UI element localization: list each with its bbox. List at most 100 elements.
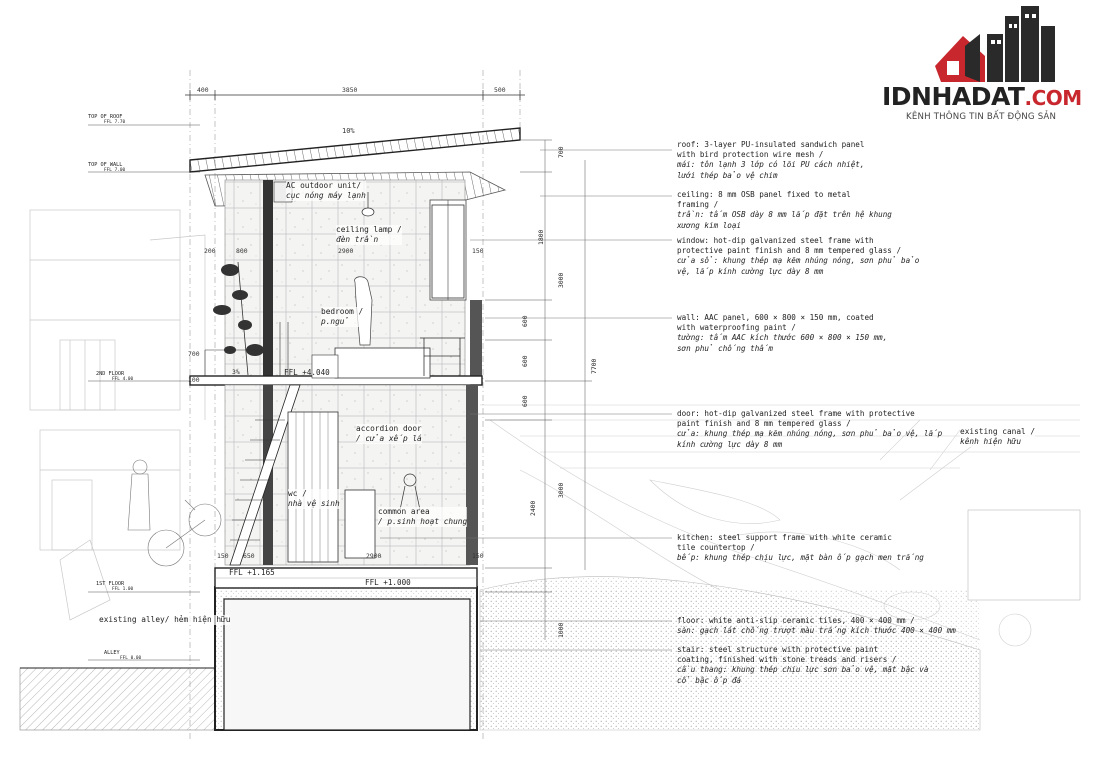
level-alley-name: ALLEY	[104, 650, 120, 656]
label-existing-alley: existing alley/ hẻm hiện hữu	[99, 615, 231, 625]
dim-top-middle: 3850	[342, 86, 358, 94]
label-existing-alley-en: existing alley	[99, 615, 165, 624]
rdim-1800: 1800	[537, 229, 545, 245]
level-top-roof-name: TOP OF ROOF	[88, 114, 123, 120]
desk	[420, 337, 465, 376]
logo-brand-tld: .COM	[1024, 86, 1082, 110]
level-first-floor-name: 1ST FLOOR	[96, 581, 125, 587]
note-ceiling-en-2: framing /	[677, 200, 719, 210]
background-canal	[480, 404, 1080, 647]
note-window-en-2: protective paint finish and 8 mm tempere…	[677, 246, 902, 256]
dim-2900-upper: 2900	[338, 247, 354, 255]
background-buildings-left	[29, 209, 206, 621]
rdim-600-a: 600	[521, 315, 529, 327]
note-wall-vi-2: sơn phủ chống thấm	[677, 343, 774, 353]
note-roof: roof: 3-layer PU-insulated sandwich pane…	[677, 140, 864, 181]
roof	[189, 127, 521, 173]
note-floor-vi-1: sàn: gạch lát chống trượt màu trắng kích…	[677, 626, 956, 636]
label-common-area-en: common area	[378, 507, 430, 516]
alley-ground	[19, 667, 216, 731]
dim-top-right: 500	[494, 86, 506, 94]
canal-side-block	[967, 509, 1081, 601]
dim-200: 200	[204, 247, 216, 255]
ceiling-lamp-drawing	[361, 192, 375, 217]
note-roof-en-2: with bird protection wire mesh /	[677, 150, 824, 160]
label-ac-unit-en: AC outdoor unit/	[286, 181, 362, 190]
note-door-en-2: paint finish and 8 mm tempered glass /	[677, 419, 851, 429]
note-ceiling-vi-2: xương kim loại	[677, 220, 742, 230]
note-wall-vi-1: tường: tấm AAC kích thước 600 × 800 × 15…	[677, 333, 888, 343]
ffl-lower: FFL +1.000	[365, 578, 411, 587]
level-second-floor-name: 2ND FLOOR	[96, 371, 125, 377]
rdim-2400: 2400	[529, 500, 537, 516]
note-wall-en-1: wall: AAC panel, 600 × 800 × 150 mm, coa…	[677, 313, 874, 322]
kitchen-counter	[344, 489, 376, 559]
label-bedroom-en: bedroom /	[321, 307, 364, 316]
label-ac-unit-vi: cục nóng máy lạnh	[286, 191, 366, 200]
note-window-en-1: window: hot-dip galvanized steel frame w…	[677, 236, 874, 245]
label-ceiling-lamp: ceiling lamp /đèn trần	[336, 225, 402, 245]
label-ac-unit: AC outdoor unit/cục nóng máy lạnh	[286, 181, 366, 201]
label-wc-en: wc /	[288, 489, 307, 498]
upper-right-wall	[470, 300, 482, 380]
lower-right-wall	[466, 385, 478, 565]
note-kitchen-en-2: tile countertop /	[677, 543, 755, 553]
label-wc: wc /nhà vệ sinh	[288, 489, 340, 509]
note-floor: floor: white anti-slip ceramic tiles, 40…	[677, 616, 956, 636]
note-roof-vi-2: lưới thép bảo vệ chim	[677, 170, 778, 180]
label-wc-vi: nhà vệ sinh	[288, 499, 340, 508]
note-ceiling: ceiling: 8 mm OSB panel fixed to metal f…	[677, 190, 892, 231]
rdim-3000-lower: 3000	[557, 482, 565, 498]
logo-brand: IDNHADAT.COM	[882, 82, 1082, 111]
note-ceiling-en-1: ceiling: 8 mm OSB panel fixed to metal	[677, 190, 851, 199]
note-kitchen: kitchen: steel support frame with white …	[677, 533, 924, 564]
rdim-700: 700	[557, 146, 565, 158]
accordion-door-drawing	[287, 411, 339, 563]
dim-800: 800	[236, 247, 248, 255]
note-roof-vi-1: mái: tôn lạnh 3 lớp có lõi PU cách nhiệt…	[677, 160, 865, 170]
level-first-floor-value: FFL 1.00	[112, 587, 134, 592]
bed	[334, 347, 431, 379]
label-existing-alley-vi: / hẻm hiện hữu	[164, 615, 231, 624]
label-existing-canal-vi: kênh hiện hữu	[960, 437, 1022, 446]
rdim-600-c: 600	[521, 395, 529, 407]
dim-3pct: 3%	[232, 368, 240, 376]
label-existing-canal-en: existing canal /	[960, 427, 1036, 436]
label-accordion-door: accordion door/ cửa xếp lá	[356, 424, 422, 444]
note-floor-en-1: floor: white anti-slip ceramic tiles, 40…	[677, 616, 915, 625]
note-roof-en-1: roof: 3-layer PU-insulated sandwich pane…	[677, 140, 865, 149]
dim-150-lower-right: 150	[472, 552, 484, 560]
rdim-7700: 7700	[590, 358, 598, 374]
dim-700: 700	[188, 350, 200, 358]
dim-150-lower-left: 150	[217, 552, 229, 560]
logo-tagline: KÊNH THÔNG TIN BẤT ĐỘNG SẢN	[906, 112, 1057, 122]
note-wall: wall: AAC panel, 600 × 800 × 150 mm, coa…	[677, 313, 887, 354]
note-door: door: hot-dip galvanized steel frame wit…	[677, 409, 942, 450]
note-stair-en-1: stair: steel structure with protective p…	[677, 645, 879, 654]
top-dimension-line	[185, 90, 525, 100]
alley-figures	[127, 459, 222, 567]
rdim-600-b: 600	[521, 355, 529, 367]
leader-lines	[380, 149, 672, 651]
ffl-upper: FFL +4.040	[284, 368, 330, 377]
logo-mark	[935, 6, 1055, 82]
upper-left-wall	[263, 180, 273, 380]
note-window: window: hot-dip galvanized steel frame w…	[677, 236, 919, 277]
note-stair-vi-2: cổ bậc ốp đá	[677, 675, 742, 685]
label-bedroom-vi: p.ngủ	[321, 317, 350, 326]
plant	[213, 264, 264, 356]
note-kitchen-vi-1: bếp: khung thép chịu lực, mặt bàn ốp gạc…	[677, 553, 924, 563]
note-kitchen-en-1: kitchen: steel support frame with white …	[677, 533, 892, 542]
note-wall-en-2: with waterproofing paint /	[677, 323, 796, 333]
logo-brand-main: IDNHADAT	[882, 82, 1025, 111]
rdim-3000-upper: 3000	[557, 272, 565, 288]
person-upper	[354, 276, 373, 346]
label-accordion-door-vi: / cửa xếp lá	[356, 434, 422, 443]
label-bedroom: bedroom /p.ngủ	[321, 307, 364, 327]
level-second-floor-value: FFL 4.00	[112, 377, 134, 382]
